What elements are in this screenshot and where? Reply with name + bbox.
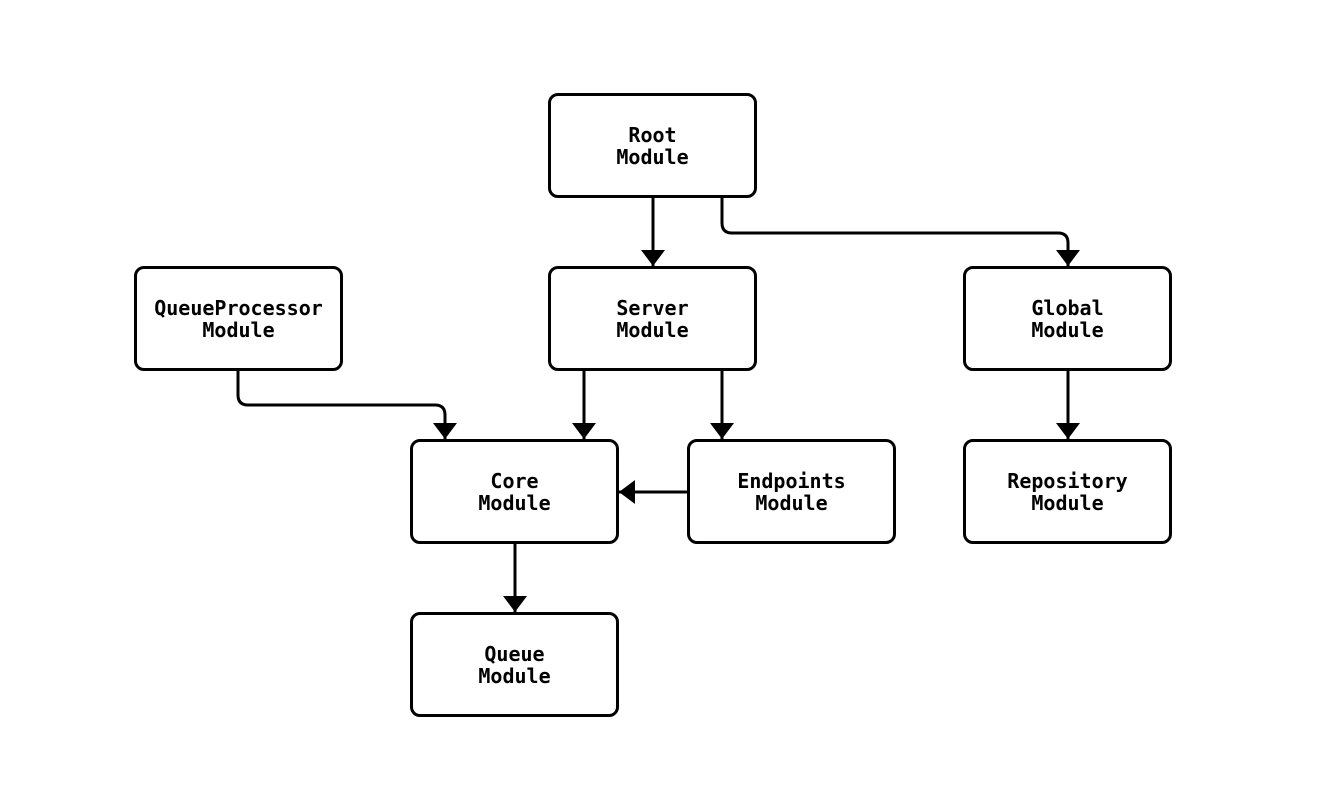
node-label: Global Module [1031, 295, 1104, 342]
node-label: Core Module [478, 468, 551, 515]
node-repository-module: Repository Module [963, 439, 1172, 544]
node-queue-module: Queue Module [410, 612, 619, 717]
node-label: Endpoints Module [737, 468, 846, 515]
node-global-module: Global Module [963, 266, 1172, 371]
node-server-module: Server Module [548, 266, 757, 371]
node-label: Queue Module [478, 641, 551, 688]
edge-queueprocessor-to-core [236, 371, 457, 439]
edge-root-to-global [720, 198, 1080, 266]
node-root-module: Root Module [548, 93, 757, 198]
node-queueprocessor-module: QueueProcessor Module [134, 266, 343, 371]
node-label: Root Module [616, 122, 689, 169]
node-endpoints-module: Endpoints Module [687, 439, 896, 544]
node-core-module: Core Module [410, 439, 619, 544]
node-label: Server Module [616, 295, 689, 342]
node-label: Repository Module [1007, 468, 1128, 515]
node-label: QueueProcessor Module [154, 295, 323, 342]
